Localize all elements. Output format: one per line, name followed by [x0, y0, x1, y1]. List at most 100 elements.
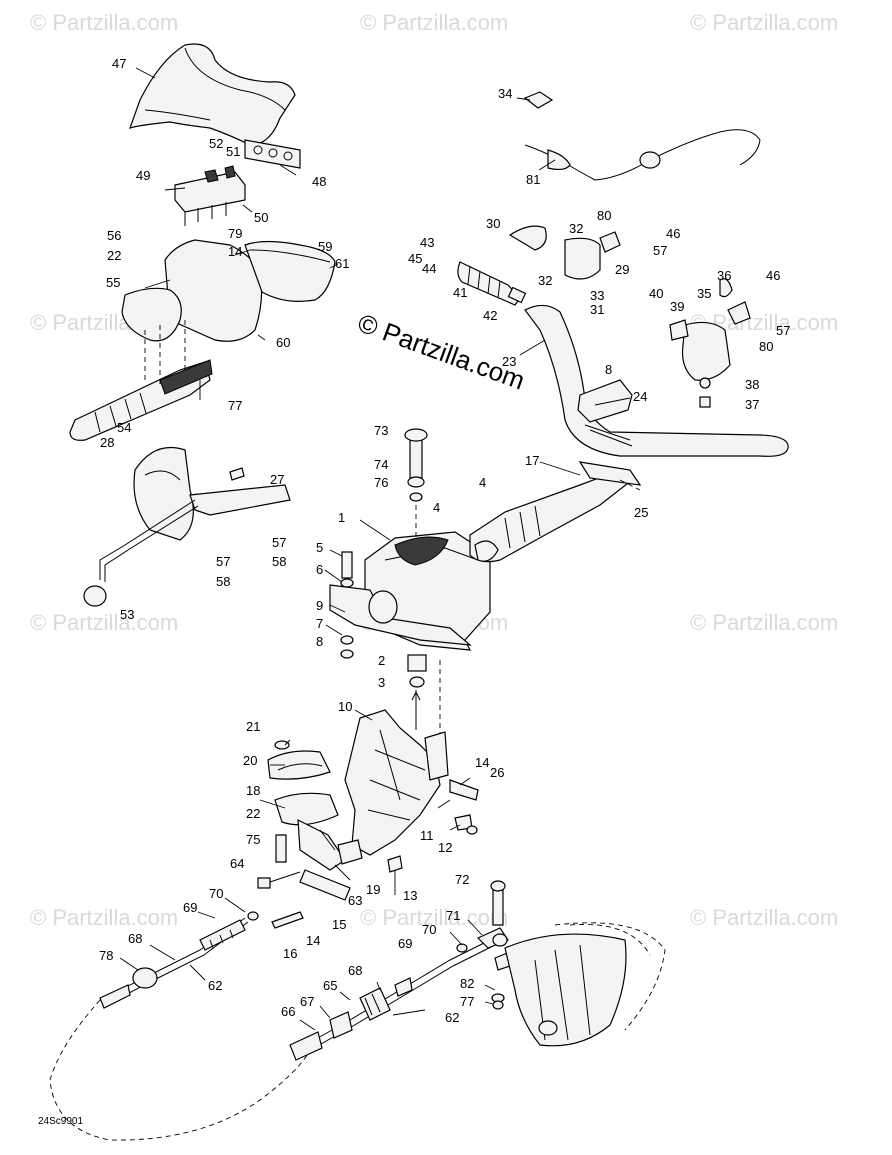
handlebar-clamp	[577, 379, 633, 423]
part-label: 7	[316, 616, 323, 631]
part-label: 35	[697, 286, 711, 301]
part-label: 46	[666, 226, 680, 241]
drawing-code: 24Sc9901	[38, 1116, 83, 1127]
part-label: 26	[490, 765, 504, 780]
steering-support-assembly	[83, 446, 291, 607]
part-label: 47	[112, 56, 126, 71]
part-label: 70	[209, 886, 223, 901]
part-label: 4	[479, 475, 486, 490]
part-label: 65	[323, 978, 337, 993]
part-label: 75	[246, 832, 260, 847]
part-label: 19	[366, 882, 380, 897]
part-label: 8	[605, 362, 612, 377]
pad-bracket	[174, 171, 246, 213]
part-label: 81	[526, 172, 540, 187]
part-label: 9	[316, 598, 323, 613]
handlebar-pad	[129, 43, 296, 146]
left-grip-assembly	[69, 239, 336, 441]
part-label: 32	[569, 221, 583, 236]
upper-clamp	[267, 750, 331, 780]
part-label: 50	[254, 210, 268, 225]
watermark: © Partzilla.com	[360, 905, 508, 930]
part-label: 14	[306, 933, 320, 948]
steering-column-assembly	[329, 428, 642, 745]
control-box	[681, 321, 731, 381]
part-label: 36	[717, 268, 731, 283]
part-label: 69	[398, 936, 412, 951]
watermark: © Partzilla.com	[30, 905, 178, 930]
part-label: 55	[106, 275, 120, 290]
part-label: 44	[422, 261, 436, 276]
part-label: 77	[228, 398, 242, 413]
control-rod	[99, 499, 196, 580]
part-label: 40	[649, 286, 663, 301]
part-label: 78	[99, 948, 113, 963]
part-label: 80	[597, 208, 611, 223]
part-label: 14	[228, 244, 242, 259]
pad-plate	[244, 139, 301, 169]
part-label: 22	[107, 248, 121, 263]
housing-cover	[244, 240, 336, 302]
part-label: 28	[100, 435, 114, 450]
part-label: 38	[745, 377, 759, 392]
part-label: 62	[445, 1010, 459, 1025]
part-label: 33	[590, 288, 604, 303]
part-label: 76	[374, 475, 388, 490]
part-label: 59	[318, 239, 332, 254]
leader-lines	[119, 67, 631, 1031]
part-label: 71	[446, 908, 460, 923]
part-label: 32	[538, 273, 552, 288]
part-label: 24	[633, 389, 647, 404]
watermark: © Partzilla.com	[30, 10, 178, 35]
part-label: 16	[283, 946, 297, 961]
part-label: 42	[483, 308, 497, 323]
watermark: © Partzilla.com	[30, 610, 178, 635]
part-label: 23	[502, 354, 516, 369]
center-watermark: © Partzilla.com	[354, 307, 529, 395]
part-label: 3	[378, 675, 385, 690]
part-label: 69	[183, 900, 197, 915]
part-label: 18	[246, 783, 260, 798]
part-label: 58	[216, 574, 230, 589]
part-label: 31	[590, 302, 604, 317]
throttle-housing	[164, 239, 263, 342]
part-label: 58	[272, 554, 286, 569]
part-label: 45	[408, 251, 422, 266]
part-label: 51	[226, 144, 240, 159]
part-label: 48	[312, 174, 326, 189]
part-label: 73	[374, 423, 388, 438]
right-grip-assembly	[457, 225, 751, 408]
part-label: 74	[374, 457, 388, 472]
part-label: 14	[475, 755, 489, 770]
handlebar-assembly	[523, 91, 789, 457]
part-label: 67	[300, 994, 314, 1009]
part-label: 53	[120, 607, 134, 622]
part-label: 54	[117, 420, 131, 435]
lower-bracket-assembly	[257, 709, 479, 901]
pivot-arm	[189, 484, 291, 516]
part-label: 39	[670, 299, 684, 314]
watermark: © Partzilla.com	[360, 10, 508, 35]
cable-grommet	[639, 151, 661, 169]
part-label: 80	[759, 339, 773, 354]
throttle-lever	[121, 287, 182, 342]
part-label: 15	[332, 917, 346, 932]
part-label: 1	[338, 510, 345, 525]
part-label: 60	[276, 335, 290, 350]
part-label: 13	[403, 888, 417, 903]
part-label: 68	[348, 963, 362, 978]
steering-cable-loop	[49, 999, 311, 1141]
part-label: 34	[498, 86, 512, 101]
part-label: 57	[653, 243, 667, 258]
part-label: 5	[316, 540, 323, 555]
lower-clamp	[274, 792, 339, 826]
switch-housing	[564, 237, 601, 280]
part-label: 68	[128, 931, 142, 946]
part-label: 20	[243, 753, 257, 768]
switch-cover	[508, 225, 547, 251]
part-label: 77	[460, 994, 474, 1009]
jet-nozzle-assembly	[504, 922, 666, 1047]
part-label: 56	[107, 228, 121, 243]
part-label: 25	[634, 505, 648, 520]
